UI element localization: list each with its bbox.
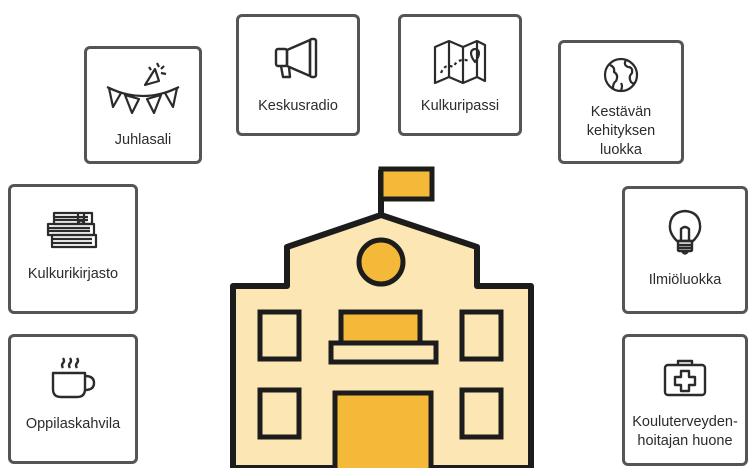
room-card-kestavan-kehityksen-luokka[interactable]: Kestävän kehityksen luokka: [558, 40, 684, 164]
lightbulb-icon: [668, 209, 702, 255]
room-label-keskusradio: Keskusradio: [258, 98, 338, 114]
books-icon: [46, 211, 98, 249]
map-icon: [433, 39, 487, 85]
room-label-ilmioluokka: Ilmiöluokka: [648, 272, 722, 288]
window-bottom-left: [257, 387, 302, 440]
balcony-rail: [328, 340, 439, 365]
room-label-kouluterveydenhoitajan-huone: Kouluterveyden- hoitajan huone: [632, 414, 738, 449]
room-card-keskusradio[interactable]: Keskusradio: [236, 14, 360, 136]
coffee-cup-icon: [51, 357, 96, 399]
room-label-kulkurikirjasto: Kulkurikirjasto: [27, 266, 119, 282]
room-card-kulkuripassi[interactable]: Kulkuripassi: [398, 14, 522, 136]
window-top-right: [459, 309, 504, 362]
room-card-ilmioluokka[interactable]: Ilmiöluokka: [622, 186, 748, 314]
party-garland-icon: [106, 62, 180, 115]
window-top-left: [257, 309, 302, 362]
room-card-oppilaskahvila[interactable]: Oppilaskahvila: [8, 334, 138, 464]
room-label-juhlasali: Juhlasali: [114, 132, 172, 148]
building-round-window: [356, 237, 406, 287]
first-aid-kit-icon: [663, 359, 707, 397]
globe-icon: [603, 57, 639, 93]
balcony-door: [338, 309, 423, 348]
room-label-kestavan-kehityksen-luokka: Kestävän kehityksen luokka: [586, 104, 656, 158]
room-label-oppilaskahvila: Oppilaskahvila: [25, 416, 121, 432]
megaphone-icon: [274, 37, 318, 79]
room-label-kulkuripassi: Kulkuripassi: [420, 98, 500, 114]
room-card-juhlasali[interactable]: Juhlasali: [84, 46, 202, 164]
window-bottom-right: [459, 387, 504, 440]
room-card-kouluterveydenhoitajan-huone[interactable]: Kouluterveyden- hoitajan huone: [622, 334, 748, 466]
room-card-kulkurikirjasto[interactable]: Kulkurikirjasto: [8, 184, 138, 314]
main-door: [332, 390, 434, 468]
